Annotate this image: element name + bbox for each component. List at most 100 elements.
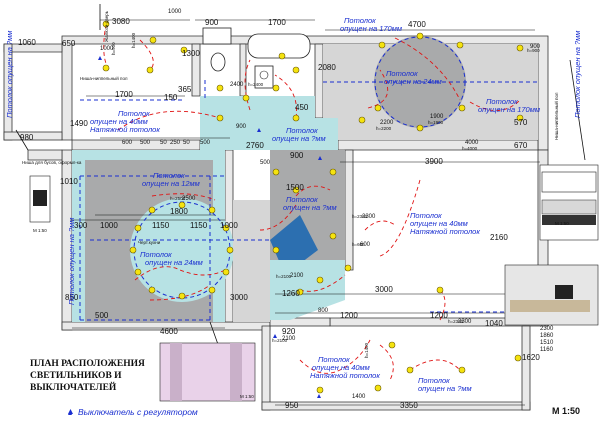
dim-4700: 4700 <box>408 20 426 29</box>
dim-1860: 1860 <box>540 333 554 339</box>
dim-450: 450 <box>295 103 309 112</box>
dim-1150b: 1150 <box>190 221 208 230</box>
scale-kitchen-elevation: М 1:50 <box>555 221 569 226</box>
h-2200: h=2200 <box>376 126 392 131</box>
dim-3900: 3900 <box>425 157 443 166</box>
dim-1700b: 1700 <box>268 18 286 27</box>
note-living-top-a: Потолок <box>153 171 185 180</box>
h-600: h=600 <box>352 242 365 247</box>
dim-650: 650 <box>62 39 76 48</box>
dim-1000a: 1000 <box>168 9 182 15</box>
dim-1300: 1300 <box>182 49 200 58</box>
note-niche-top: Ниша-ниппельный пол <box>80 75 128 81</box>
dim-900a: 900 <box>205 18 219 27</box>
note-kitchen-b: опущен на 40мм <box>410 219 468 228</box>
dim-1490: 1490 <box>70 119 88 128</box>
h-4000: h=4000 <box>462 146 478 151</box>
dim-1500: 1500 <box>286 183 304 192</box>
tv-elevation <box>504 264 599 326</box>
dim-500d: 500 <box>260 160 271 166</box>
h-900a: h=900 <box>111 42 116 55</box>
dim-600b: 600 <box>360 242 371 248</box>
title-line-1: ПЛАН РАСПОЛОЖЕНИЯ <box>30 359 145 369</box>
hall-elevation <box>159 342 256 402</box>
dim-2400: 2400 <box>230 82 244 88</box>
dim-1060: 1060 <box>18 38 36 47</box>
dim-2300a: 2300 <box>362 214 376 220</box>
note-bedroom-circle-b: опущен на 170мм <box>340 24 402 33</box>
dim-980: 980 <box>20 133 34 142</box>
note-bottom-mid-c: Натяжной потолок <box>310 371 380 380</box>
dim-900b: 900 <box>290 151 304 160</box>
dim-1040: 1040 <box>485 319 503 328</box>
dim-300: 300 <box>74 221 88 230</box>
dim-1160: 1160 <box>540 347 554 353</box>
height-marks: h=900 h=1400 h=2400 h=1900 h=4000 h=2200… <box>111 32 540 358</box>
legend-label: Выключатель с регулятором <box>78 407 198 417</box>
dim-2300c: 2300 <box>540 326 554 332</box>
note-bottom-mid-b: опущен на 40мм <box>312 363 370 372</box>
note-living-center-b: опущен на 24мм <box>145 258 203 267</box>
dim-2300b: 2300 <box>458 319 472 325</box>
dim-2100b: 2100 <box>282 336 296 342</box>
note-bedroom-right-a: Потолок <box>486 97 518 106</box>
dim-500b: 500 <box>140 140 151 146</box>
dim-2160: 2160 <box>490 233 508 242</box>
plan-title: ПЛАН РАСПОЛОЖЕНИЯ СВЕТИЛЬНИКОВ И ВЫКЛЮЧА… <box>30 359 145 393</box>
dim-670: 670 <box>514 141 528 150</box>
note-bedroom-right-b: опущен на 170мм <box>478 105 540 114</box>
dim-50b: 50 <box>183 140 190 146</box>
dim-365: 365 <box>178 85 192 94</box>
ceiling-zones <box>72 36 538 322</box>
dimension-labels: 3080 1000 1060 650 1300 1700 900 1700 47… <box>18 9 554 410</box>
h-1400b: h=1400 <box>364 342 369 358</box>
h-2300b: h=2300 <box>448 319 464 324</box>
scale-hall-elevation: М 1:50 <box>240 394 254 399</box>
h-2500: h=2500 <box>170 196 186 201</box>
dim-1260: 1260 <box>282 289 300 298</box>
note-kitchen-a: Потолок <box>410 211 442 220</box>
dim-1000e: 1000 <box>100 46 114 52</box>
dim-2080: 2080 <box>318 63 336 72</box>
dim-1000c: 1000 <box>220 221 238 230</box>
scale-labels: М 1:50 М 1:50 М 1:50 М 1:50 <box>33 221 580 416</box>
h-1400: h=1400 <box>131 32 136 48</box>
note-bedroom-circle-a: Потолок <box>344 16 376 25</box>
dim-800: 800 <box>318 308 329 314</box>
dim-3350: 3350 <box>400 401 418 410</box>
note-center-grey-b: опущен на ?мм <box>283 203 337 212</box>
dim-500c: 500 <box>200 140 211 146</box>
note-living-center-a: Потолок <box>140 250 172 259</box>
dimension-lines <box>70 19 540 406</box>
dim-1150a: 1150 <box>152 221 170 230</box>
dim-1200a: 1200 <box>340 311 358 320</box>
note-top-left-a: Потолок <box>118 109 150 118</box>
note-bottom-right-b: опущен на ?мм <box>418 384 472 393</box>
title-line-2: СВЕТИЛЬНИКОВ И <box>30 371 122 381</box>
legend: Выключатель с регулятором <box>68 407 198 417</box>
note-bottom-mid-a: Потолок <box>318 355 350 364</box>
dim-1400: 1400 <box>352 394 366 400</box>
dim-900c: 900 <box>530 44 541 50</box>
h-2400: h=2400 <box>248 82 264 87</box>
dim-2760: 2760 <box>246 141 264 150</box>
note-hall-b: опущен на ?мм <box>272 134 326 143</box>
dimmer-switch-icon <box>68 409 73 414</box>
dim-850: 850 <box>65 293 79 302</box>
dim-2100a: 2100 <box>290 273 304 279</box>
dim-1800: 1800 <box>170 207 188 216</box>
note-living-top-b: опущен на 12мм <box>142 179 200 188</box>
dim-2200: 2200 <box>380 120 394 126</box>
ceiling-notes: Потолок опущен на ?мм Потолок опущен на … <box>5 10 582 393</box>
dim-1900: 1900 <box>430 114 444 120</box>
note-center-grey-a: Потолок <box>286 195 318 204</box>
dim-250: 250 <box>170 140 181 146</box>
dim-1700a: 1700 <box>115 90 133 99</box>
dim-1510: 1510 <box>540 340 554 346</box>
note-bottom-right-a: Потолок <box>418 376 450 385</box>
note-kitchen-c: Натяжной потолок <box>410 227 480 236</box>
dim-150: 150 <box>164 93 178 102</box>
title-line-3: ВЫКЛЮЧАТЕЛЕЙ <box>30 381 117 393</box>
dim-3000a: 3000 <box>230 293 248 302</box>
left-elevation <box>29 175 51 223</box>
